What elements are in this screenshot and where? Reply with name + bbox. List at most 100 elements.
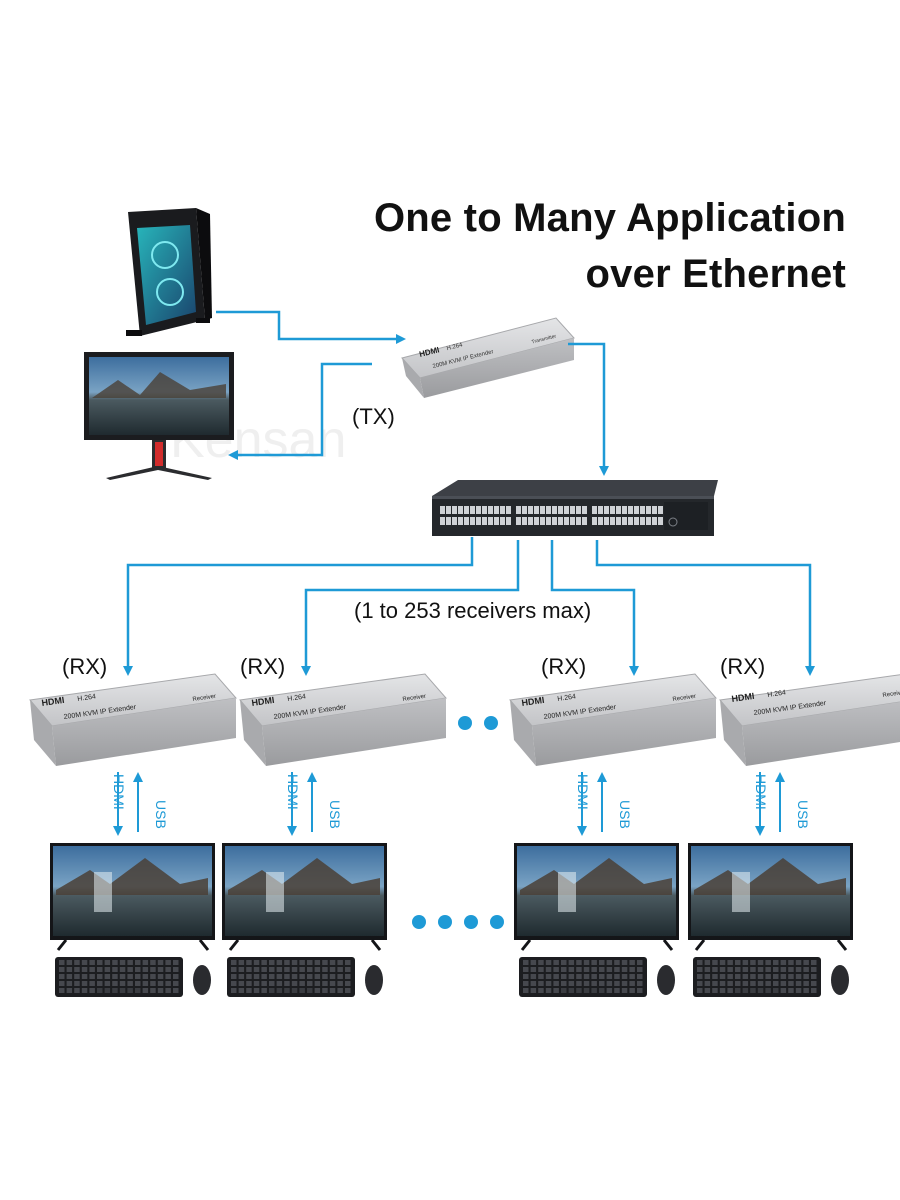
tx-label: (TX): [352, 404, 395, 429]
switch-port: [582, 517, 587, 525]
switch-port: [534, 506, 539, 514]
more-receivers-dots: [458, 716, 498, 730]
mouse-icon: [193, 965, 211, 995]
switch-port: [634, 506, 639, 514]
switch-port: [476, 506, 481, 514]
switch-port: [446, 517, 451, 525]
switch-port: [576, 506, 581, 514]
switch-port: [622, 506, 627, 514]
switch-port: [470, 517, 475, 525]
receiver-display-icon: [688, 843, 853, 951]
switch-port: [582, 506, 587, 514]
switch-to-rx2-line: [301, 540, 520, 676]
local-monitor-icon: [84, 352, 234, 480]
switch-port: [458, 517, 463, 525]
switch-port: [576, 517, 581, 525]
switch-port: [558, 506, 563, 514]
switch-port: [476, 517, 481, 525]
switch-port: [522, 506, 527, 514]
rx-brand: HDMI: [41, 695, 65, 708]
switch-port: [570, 517, 575, 525]
switch-port: [652, 506, 657, 514]
usb-label: USB: [617, 800, 633, 829]
pc-tower-icon: [126, 208, 212, 336]
connection-lines: [123, 310, 815, 676]
switch-port: [604, 517, 609, 525]
rx-brand: HDMI: [521, 695, 545, 708]
switch-port: [558, 517, 563, 525]
switch-port: [494, 506, 499, 514]
switch-port: [610, 506, 615, 514]
ellipsis-dot: [490, 915, 504, 929]
switch-port: [634, 517, 639, 525]
tx-to-switch-line: [568, 342, 609, 476]
hdmi-label: HDMI: [111, 774, 127, 810]
switch-port: [506, 517, 511, 525]
rx-brand: HDMI: [251, 695, 275, 708]
switch-port: [516, 517, 521, 525]
switch-port: [652, 517, 657, 525]
switch-port: [628, 517, 633, 525]
switch-port: [598, 506, 603, 514]
switch-port: [528, 506, 533, 514]
switch-port: [488, 506, 493, 514]
switch-port: [482, 517, 487, 525]
switch-port: [494, 517, 499, 525]
hdmi-label: HDMI: [575, 774, 591, 810]
keyboard-icon: [227, 957, 355, 997]
switch-to-rx4-line: [595, 540, 815, 676]
ellipsis-dot: [464, 915, 478, 929]
tx-extender-device: HDMI H.264 200M KVM IP Extender Transmit…: [401, 317, 575, 398]
switch-port: [482, 506, 487, 514]
hdmi-label: HDMI: [753, 774, 769, 810]
switch-port: [516, 506, 521, 514]
switch-port: [616, 506, 621, 514]
switch-port: [658, 517, 663, 525]
switch-port: [446, 506, 451, 514]
ellipsis-dot: [458, 716, 472, 730]
rx-role: Receiver: [672, 694, 696, 703]
rx-codec: H.264: [287, 693, 307, 703]
title-line-1: One to Many Application: [373, 196, 846, 240]
switch-port: [592, 506, 597, 514]
switch-port: [534, 517, 539, 525]
switch-port: [540, 517, 545, 525]
switch-port: [488, 517, 493, 525]
keyboard-icon: [693, 957, 821, 997]
hdmi-usb-link: HDMI USB: [575, 772, 633, 836]
tx-role: Transmitter: [531, 333, 557, 345]
receivers-note: (1 to 253 receivers max): [354, 598, 592, 623]
switch-port: [500, 517, 505, 525]
switch-port: [464, 517, 469, 525]
switch-to-rx3-line: [550, 540, 639, 676]
usb-label: USB: [327, 800, 343, 829]
rx-role: Receiver: [402, 694, 426, 703]
switch-port: [546, 506, 551, 514]
rx-codec: H.264: [557, 693, 577, 703]
rx-role: Receiver: [192, 694, 216, 703]
ellipsis-dot: [484, 716, 498, 730]
hdmi-label: HDMI: [285, 774, 301, 810]
rx-label-4: (RX): [720, 654, 766, 679]
ellipsis-dot: [438, 915, 452, 929]
keyboard-icon: [55, 957, 183, 997]
tx-to-monitor-line: [228, 362, 372, 460]
rx-label-2: (RX): [240, 654, 286, 679]
receiver-display-icon: [50, 843, 215, 951]
switch-port: [470, 506, 475, 514]
rx-codec: H.264: [767, 689, 787, 699]
switch-port: [604, 506, 609, 514]
switch-port: [440, 517, 445, 525]
switch-to-rx1-line: [123, 537, 474, 676]
switch-port: [464, 506, 469, 514]
switch-port: [570, 506, 575, 514]
rx-brand: HDMI: [731, 691, 755, 704]
ellipsis-dot: [412, 915, 426, 929]
switch-port: [598, 517, 603, 525]
